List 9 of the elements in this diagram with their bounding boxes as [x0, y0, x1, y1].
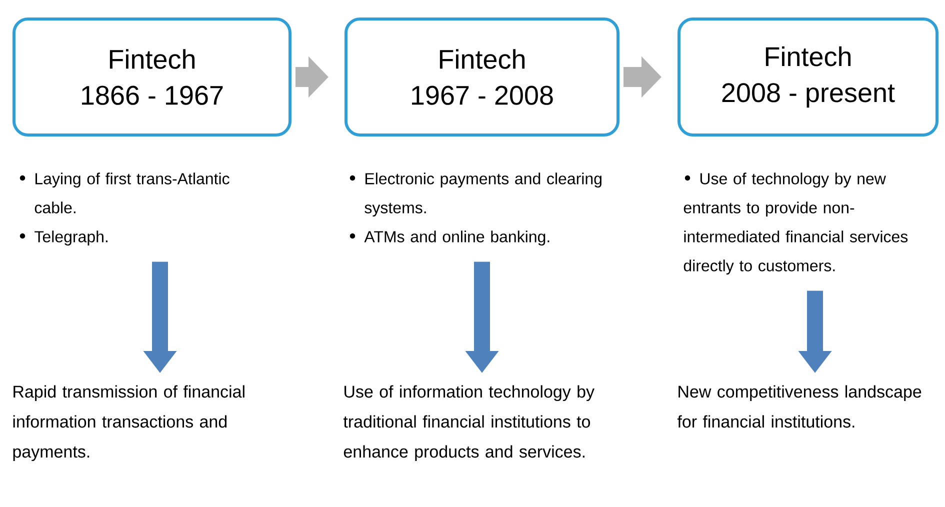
- period-box: Fintech 2008 - present: [678, 18, 938, 136]
- outcome-text: New competitiveness landscape for financial institutions.: [677, 385, 922, 428]
- outcome-text: Use of information technology by traditional financial institutions to enhance products and services.: [343, 385, 594, 462]
- bullet-list: Use of technology by new entrants to provide non-intermediated financial services directly to customers.: [684, 172, 908, 275]
- outcome-text: Rapid transmission of financial information transactions and payments.: [13, 385, 244, 462]
- period-box: Fintech 1866 - 1967: [12, 18, 292, 136]
- period-box: Fintech 1967 - 2008: [344, 18, 620, 136]
- bullet-list: Electronic payments and clearing systems. ATMs and online banking.: [364, 172, 602, 246]
- bullet-list: Laying of first trans-Atlantic cable. Telegraph.: [34, 172, 230, 246]
